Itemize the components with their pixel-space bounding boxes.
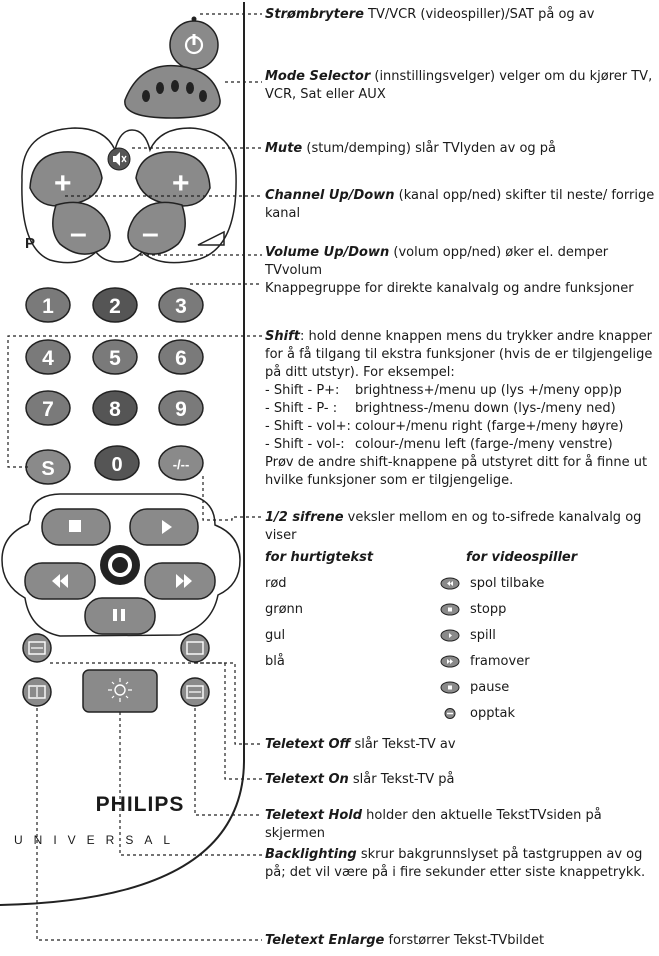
play-icon (440, 629, 460, 642)
digit-key-label: 5 (109, 347, 121, 370)
digit-key-label: 1 (42, 295, 54, 318)
teletext-off-button[interactable] (22, 633, 52, 663)
digit-keys[interactable]: 1 2 3 4 5 6 7 8 9 (25, 287, 204, 426)
teletext-on-button[interactable] (180, 633, 210, 663)
mode-selector-button[interactable] (124, 64, 221, 119)
digit-key-8[interactable]: 8 (92, 390, 138, 426)
shift-examples: - Shift - P+:brightness+/menu up (lys +/… (265, 383, 624, 452)
svg-text:–: – (142, 217, 159, 250)
teletext-hold-button[interactable] (180, 677, 210, 707)
note-mode-selector: Mode Selector (innstillingsvelger) velge… (265, 69, 653, 102)
note-channel: Channel Up/Down (kanal opp/ned) skifter … (265, 188, 655, 221)
note-shift-after: Prøv de andre shift-knappene på utstyret… (265, 455, 648, 488)
leader-lines (7, 13, 262, 941)
digit-key-label: 8 (109, 398, 121, 421)
digit-key-5[interactable]: 5 (92, 339, 138, 375)
play-button[interactable] (129, 508, 199, 546)
note-teletext-off: Teletext Off slår Tekst-TV av (265, 737, 456, 752)
stop-button[interactable] (41, 508, 111, 546)
volume-ramp-icon (197, 230, 225, 246)
svg-text:–: – (70, 217, 87, 250)
svg-text:S: S (41, 458, 54, 480)
brand-logo: PHILIPS (95, 793, 185, 816)
note-shift: Shift: hold denne knappen mens du trykke… (265, 329, 653, 380)
volume-down-button[interactable]: – (127, 201, 186, 255)
svg-text:-/--: -/-- (173, 457, 190, 472)
record-button[interactable] (100, 545, 140, 585)
note-digit-toggle: 1/2 sifrene veksler mellom en og to-sifr… (265, 510, 642, 543)
channel-down-button[interactable]: – (52, 201, 111, 255)
note-teletext-enlarge: Teletext Enlarge forstørrer Tekst-TVbild… (265, 933, 545, 948)
zero-key[interactable]: 0 (94, 445, 140, 481)
note-teletext-hold: Teletext Hold holder den aktuelle TekstT… (265, 808, 602, 841)
pause-icon (440, 681, 460, 694)
fast-text-list: for hurtigtekst rød grønn gul blå (265, 550, 374, 669)
model-label: UNIVERSAL (14, 833, 182, 847)
note-mute: Mute (stum/demping) slår TVlyden av og p… (265, 141, 557, 156)
digit-key-label: 4 (42, 347, 54, 370)
svg-text:+: + (54, 167, 72, 200)
digit-key-4[interactable]: 4 (25, 339, 71, 375)
note-teletext-on: Teletext On slår Tekst-TV på (265, 772, 455, 787)
digit-key-7[interactable]: 7 (25, 390, 71, 426)
digit-key-1[interactable]: 1 (25, 287, 71, 323)
stop-icon (440, 603, 460, 616)
power-button[interactable] (169, 16, 219, 70)
note-backlighting: Backlighting skrur bakgrunnslyset på tas… (265, 847, 646, 880)
fast-forward-button[interactable] (144, 562, 216, 600)
teletext-enlarge-button[interactable] (22, 677, 52, 707)
digit-toggle-key[interactable]: -/-- (158, 445, 204, 481)
note-volume: Volume Up/Down (volum opp/ned) øker el. … (265, 245, 609, 278)
pause-button[interactable] (84, 597, 156, 635)
record-icon (444, 708, 456, 719)
volume-up-button[interactable]: + (135, 151, 211, 207)
digit-key-label: 6 (175, 347, 187, 370)
digit-key-3[interactable]: 3 (158, 287, 204, 323)
vcr-list: for videospiller spol tilbake stopp spil… (440, 545, 577, 727)
digit-key-2[interactable]: 2 (92, 287, 138, 323)
digit-key-label: 7 (42, 398, 54, 421)
digit-key-label: 2 (109, 295, 121, 318)
rewind-icon (440, 577, 460, 590)
p-label: P (25, 235, 35, 252)
svg-text:+: + (172, 167, 190, 200)
note-digits: Knappegruppe for direkte kanalvalg og an… (265, 281, 634, 296)
rewind-button[interactable] (24, 562, 96, 600)
svg-text:0: 0 (111, 454, 122, 476)
shift-key[interactable]: S (25, 449, 71, 485)
fast-forward-icon (440, 655, 460, 668)
digit-key-9[interactable]: 9 (158, 390, 204, 426)
backlighting-button[interactable] (82, 669, 158, 713)
mute-button[interactable] (107, 147, 131, 171)
digit-key-label: 3 (175, 295, 187, 318)
note-power: Strømbrytere TV/VCR (videospiller)/SAT p… (265, 7, 595, 22)
digit-key-label: 9 (175, 398, 187, 421)
digit-key-6[interactable]: 6 (158, 339, 204, 375)
